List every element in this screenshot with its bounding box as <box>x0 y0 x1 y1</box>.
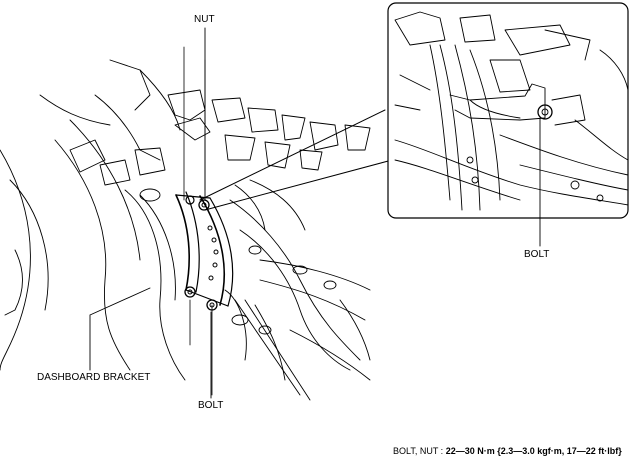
torque-spec-prefix: BOLT, NUT : <box>393 446 446 456</box>
dashboard-bracket-label: DASHBOARD BRACKET <box>37 372 151 383</box>
bolt-bottom-label: BOLT <box>198 400 224 411</box>
bracket-nut-icon <box>198 199 210 211</box>
bracket-bolt-bottom-left-icon <box>184 286 196 298</box>
torque-spec: BOLT, NUT : 22—30 N·m {2.3—3.0 kgf·m, 17… <box>393 445 622 457</box>
bracket-bolt-bottom-right-icon <box>206 299 218 311</box>
nut-label: NUT <box>194 14 215 25</box>
detail-inset-panel <box>387 2 629 219</box>
vehicle-structure-lines <box>0 59 371 401</box>
bracket-bolt-top-icon <box>185 195 195 205</box>
label-leader-lines <box>89 27 541 399</box>
torque-spec-value: 22—30 N·m {2.3—3.0 kgf·m, 17—22 ft·lbf} <box>445 446 622 456</box>
bolt-inset-label: BOLT <box>524 249 550 260</box>
inset-callout-lines <box>199 109 393 211</box>
